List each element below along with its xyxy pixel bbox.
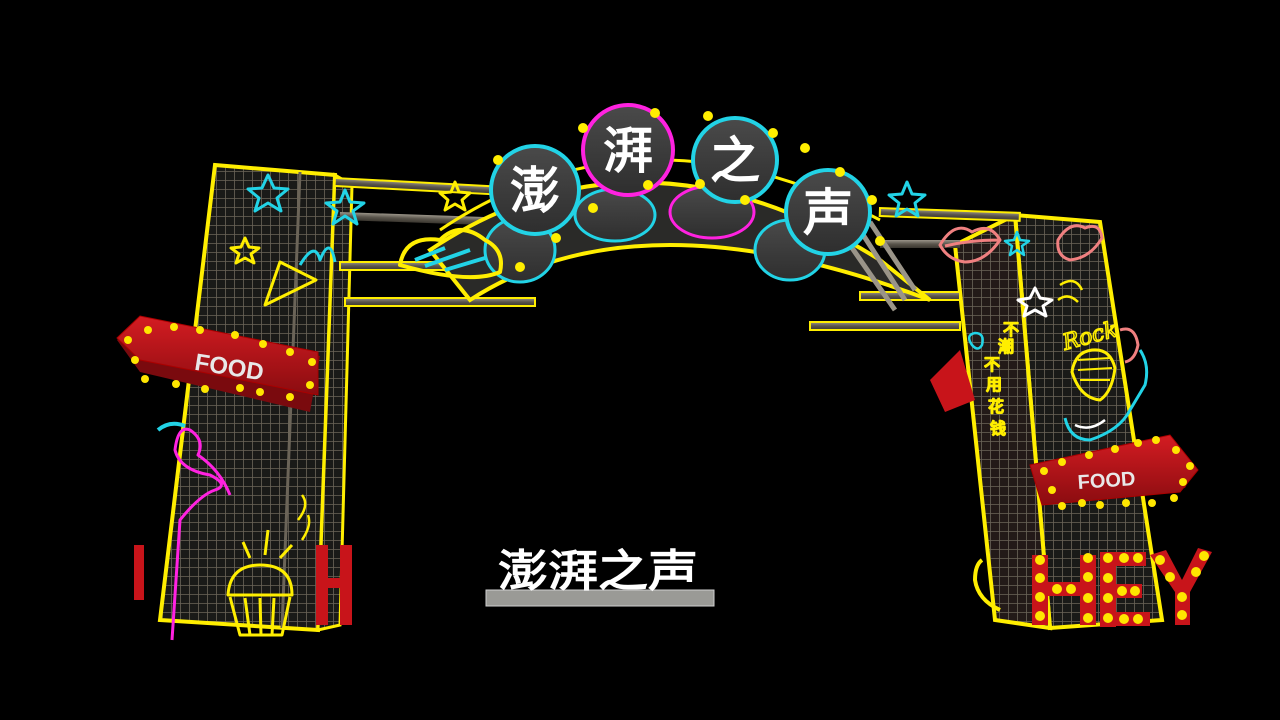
left-bottom-sign <box>134 545 352 625</box>
cupcake-icon <box>226 529 294 637</box>
right-pillar-side <box>952 211 1053 631</box>
title-disc-1: 澎 <box>489 144 581 236</box>
left-food-sign: FOOD <box>116 315 320 412</box>
title-disc-4: 声 <box>784 168 872 256</box>
right-food-sign: FOOD <box>1029 434 1199 510</box>
svg-text:花: 花 <box>988 397 1004 416</box>
title-disc-3: 之 <box>691 116 779 204</box>
star-icon <box>438 180 472 212</box>
star-icon <box>246 173 290 213</box>
sign-bulbs <box>124 323 316 401</box>
lips-icon <box>938 226 1002 264</box>
rock-fist-icon <box>1070 348 1117 402</box>
guitar-icon <box>1063 349 1149 442</box>
lips-icon <box>1056 224 1104 262</box>
left-neon-decor <box>156 173 503 641</box>
title-disc-2: 湃 <box>581 103 675 197</box>
star-icon <box>1003 230 1031 257</box>
hey-bulbs <box>1035 551 1209 624</box>
vertical-slogan: 不 潮 不 用 花 钱 <box>984 320 1020 439</box>
base-plaque: 澎湃之声 <box>485 546 715 607</box>
star-icon <box>887 180 927 218</box>
star-icon <box>229 236 261 265</box>
ice-cream-cone-icon <box>263 260 318 307</box>
base-plaque-text: 澎湃之声 <box>498 546 698 597</box>
arch-title: 澎 湃 之 声 <box>489 103 885 272</box>
title-char-3: 之 <box>710 132 760 190</box>
food-sign-text: FOOD <box>1077 468 1136 494</box>
svg-text:不: 不 <box>984 355 1000 374</box>
right-pillar <box>952 211 1165 631</box>
svg-text:用: 用 <box>986 375 1002 394</box>
sign-bulbs <box>1040 436 1194 510</box>
heart-icon <box>967 331 984 350</box>
hey-sign <box>1032 548 1212 627</box>
star-icon <box>324 188 366 226</box>
cloud-icon <box>398 228 503 280</box>
title-char-1: 澎 <box>510 162 560 220</box>
flamingo-icon <box>170 427 232 641</box>
arch-bulbs <box>493 108 885 272</box>
red-block <box>930 350 975 412</box>
svg-text:不: 不 <box>1003 320 1019 339</box>
svg-text:钱: 钱 <box>990 419 1006 438</box>
star-icon <box>1016 286 1054 318</box>
svg-text:潮: 潮 <box>998 337 1014 356</box>
title-char-4: 声 <box>803 184 853 242</box>
title-char-2: 湃 <box>603 122 653 180</box>
